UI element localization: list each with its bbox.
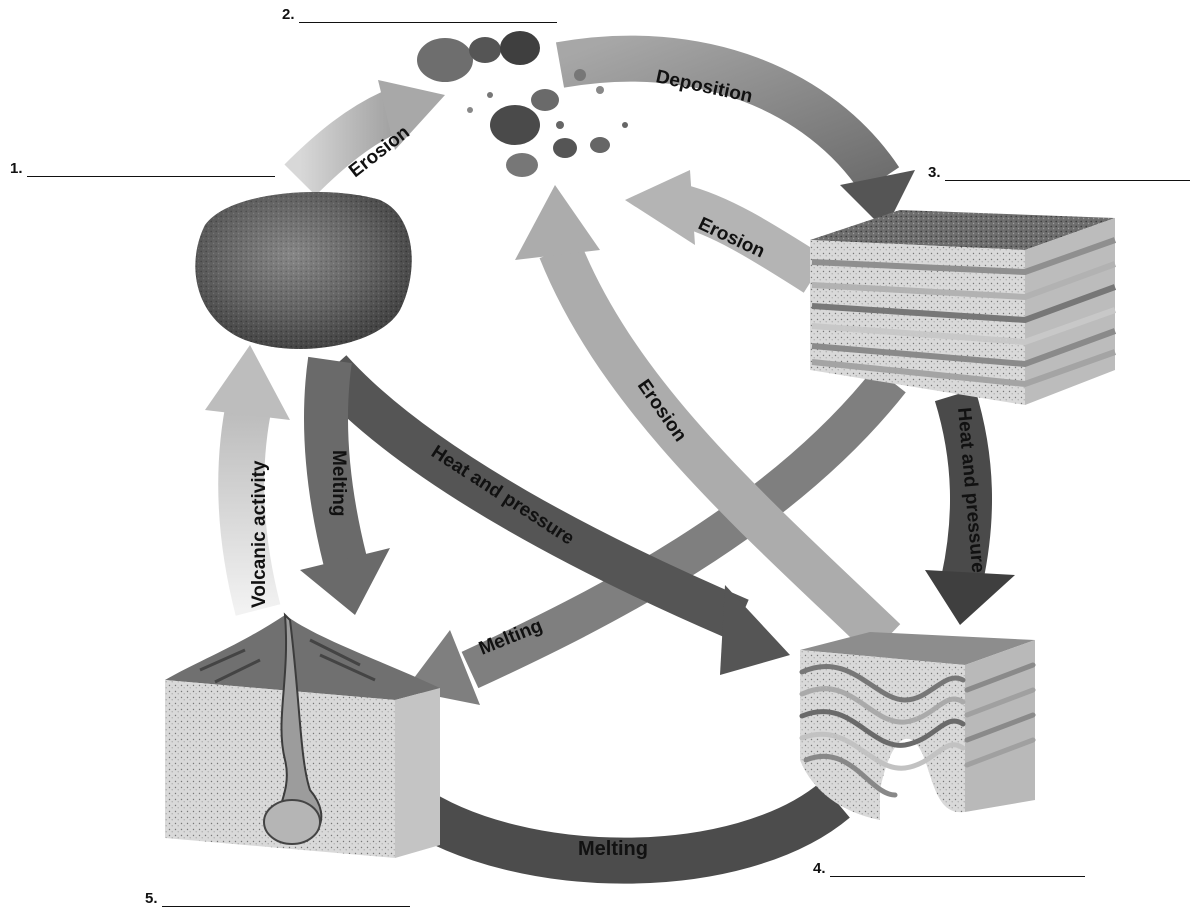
label-heat-pressure-center: Heat and pressure xyxy=(427,442,577,550)
arrow-erosion-center xyxy=(515,185,901,656)
arrow-deposition xyxy=(555,35,915,230)
arrow-heat-pressure-right xyxy=(925,388,1015,625)
arrow-melting-left xyxy=(300,356,390,615)
blank-3[interactable]: 3. xyxy=(928,164,1190,181)
blank-2-number: 2. xyxy=(282,6,295,23)
sedimentary-layers-block xyxy=(810,210,1117,405)
volcano-block xyxy=(165,612,440,858)
metamorphic-folded-block xyxy=(799,632,1036,820)
blank-1-line[interactable] xyxy=(26,162,275,177)
blank-4-number: 4. xyxy=(813,860,826,877)
blank-5-number: 5. xyxy=(145,890,158,907)
blank-3-number: 3. xyxy=(928,164,941,181)
blank-1-number: 1. xyxy=(10,160,23,177)
label-melting-bottom: Melting xyxy=(578,838,648,860)
label-melting-left: Melting xyxy=(328,450,349,517)
blank-1[interactable]: 1. xyxy=(10,160,275,177)
sediments xyxy=(417,31,628,177)
arrow-heat-pressure-center xyxy=(313,355,790,675)
arrow-volcanic-activity xyxy=(205,345,290,616)
igneous-rock xyxy=(195,192,412,349)
blank-2[interactable]: 2. xyxy=(282,6,557,23)
arrow-erosion-from-layers xyxy=(625,170,827,293)
blank-4[interactable]: 4. xyxy=(813,860,1085,877)
blank-5[interactable]: 5. xyxy=(145,890,410,907)
blank-5-line[interactable] xyxy=(161,892,410,907)
blank-4-line[interactable] xyxy=(829,862,1085,877)
blank-2-line[interactable] xyxy=(298,8,557,23)
label-volcanic-activity: Volcanic activity xyxy=(249,460,270,608)
arrow-erosion-top-left xyxy=(284,80,445,196)
blank-3-line[interactable] xyxy=(944,166,1190,181)
